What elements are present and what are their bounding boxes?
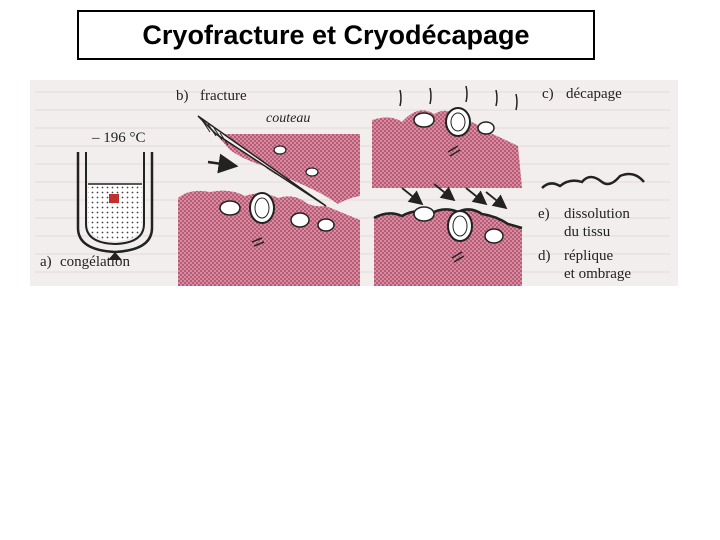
panel-e-label-2: du tissu [564,224,611,240]
panel-e-letter: e) [538,206,550,222]
panel-d-label-1: réplique [564,248,613,264]
vesicle [446,108,470,136]
vesicle [274,146,286,154]
vesicle [220,201,240,215]
panel-b-letter: b) [176,88,189,104]
panel-a-label: congélation [60,254,130,270]
panel-d-label-2: et ombrage [564,266,631,282]
vesicle [306,168,318,176]
panel-e-label-1: dissolution [564,206,630,222]
figure-svg: – 196 °C a) congélation b) fracture cout… [30,80,678,286]
panel-c-label: décapage [566,86,622,102]
sample [109,194,119,203]
vesicle [485,229,503,243]
knife-label: couteau [266,111,310,126]
temperature-label: – 196 °C [91,130,146,146]
panel-b-label: fracture [200,88,247,104]
vesicle [414,207,434,221]
cryofracture-figure: – 196 °C a) congélation b) fracture cout… [30,80,678,286]
liquid-nitrogen [88,184,142,241]
vesicle [291,213,309,227]
vesicle [478,122,494,134]
panel-d-letter: d) [538,248,551,264]
panel-a-letter: a) [40,254,52,270]
vesicle [414,113,434,127]
slide-title-box: Cryofracture et Cryodécapage [77,10,595,60]
panel-c-letter: c) [542,86,554,102]
slide-title: Cryofracture et Cryodécapage [142,20,529,51]
vesicle [318,219,334,231]
